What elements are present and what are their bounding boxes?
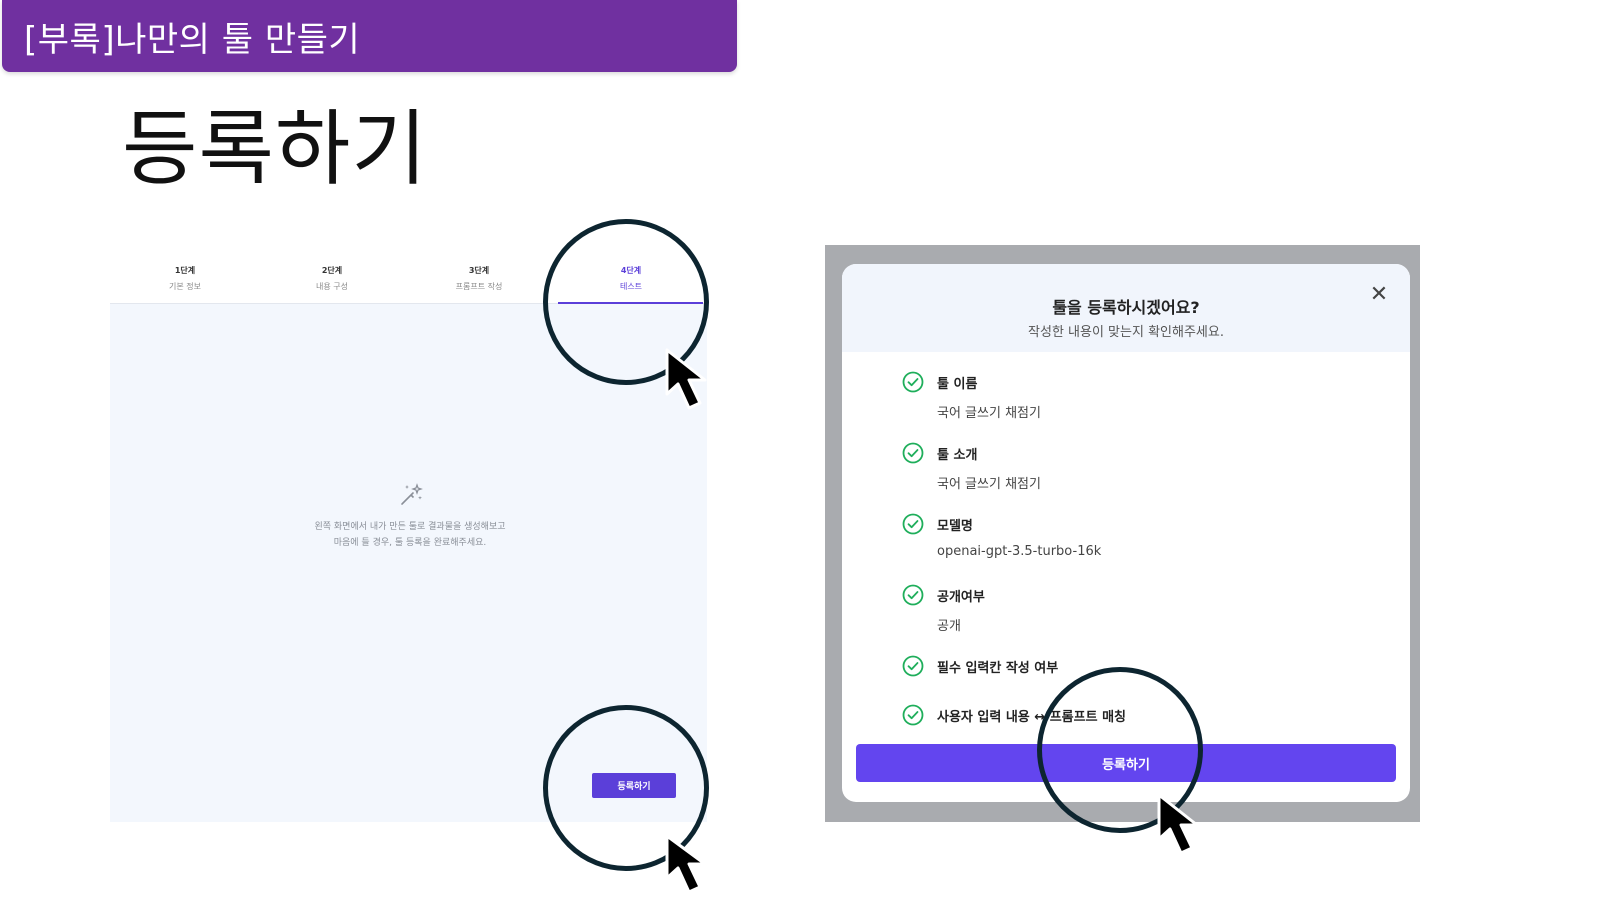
check-label: 툴 소개 — [937, 448, 978, 463]
step-3-tab[interactable]: 3단계 프롬프트 작성 — [404, 247, 554, 304]
step-2-tab[interactable]: 2단계 내용 구성 — [257, 247, 407, 304]
mouse-pointer-icon — [665, 348, 707, 410]
empty-state-message: 마음에 들 경우, 툴 등록을 완료해주세요. — [333, 538, 487, 548]
step-number: 1단계 — [174, 266, 196, 275]
callout-circle — [543, 705, 709, 871]
close-icon[interactable]: ✕ — [1369, 282, 1389, 307]
banner-text: [부록]나만의 툴 만들기 — [24, 20, 361, 60]
callout-circle — [543, 219, 709, 385]
magic-wand-icon — [401, 483, 423, 505]
check-value: openai-gpt-3.5-turbo-16k — [937, 544, 1102, 559]
modal-subtitle: 작성한 내용이 맞는지 확인해주세요. — [1028, 325, 1224, 340]
step-name: 프롬프트 작성 — [455, 282, 503, 291]
check-value: 국어 글쓰기 채점기 — [937, 477, 1041, 492]
step-number: 3단계 — [468, 266, 490, 275]
step-1-tab[interactable]: 1단계 기본 정보 — [110, 247, 260, 304]
check-circle-icon — [902, 371, 924, 393]
check-circle-icon — [902, 584, 924, 606]
check-value: 국어 글쓰기 채점기 — [937, 406, 1041, 421]
check-circle-icon — [902, 442, 924, 464]
check-value: 공개 — [937, 619, 961, 634]
check-circle-icon — [902, 704, 924, 726]
step-name: 내용 구성 — [316, 282, 348, 291]
modal-header: 툴을 등록하시겠어요? 작성한 내용이 맞는지 확인해주세요. ✕ — [842, 264, 1410, 352]
check-label: 공개여부 — [937, 590, 985, 605]
slide-title: 등록하기 — [122, 102, 428, 197]
modal-title: 툴을 등록하시겠어요? — [1052, 298, 1200, 317]
callout-circle — [1037, 667, 1203, 833]
check-label: 모델명 — [937, 519, 973, 534]
step-name: 기본 정보 — [169, 282, 201, 291]
check-circle-icon — [902, 655, 924, 677]
step-number: 2단계 — [321, 266, 343, 275]
check-label: 툴 이름 — [937, 377, 978, 392]
mouse-pointer-icon — [1157, 793, 1199, 855]
mouse-pointer-icon — [665, 834, 707, 894]
empty-state-message: 왼쪽 화면에서 내가 만든 툴로 결과물을 생성해보고 — [314, 522, 506, 532]
check-circle-icon — [902, 513, 924, 535]
check-label: 필수 입력칸 작성 여부 — [937, 661, 1059, 676]
section-banner: [부록]나만의 툴 만들기 — [2, 0, 737, 72]
